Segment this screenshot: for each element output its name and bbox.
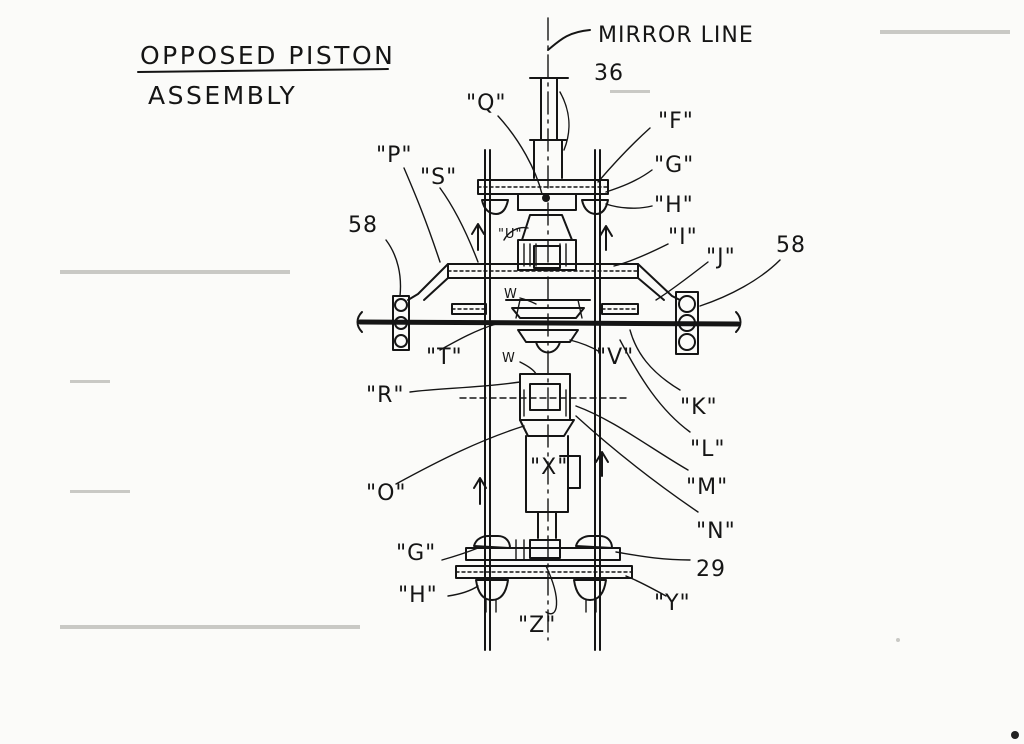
label-i: "I": [668, 225, 698, 250]
label-y: "Y": [654, 591, 691, 616]
label-r: "R": [366, 383, 405, 408]
title-line-2: ASSEMBLY: [148, 81, 297, 110]
main-crankshaft: [356, 303, 742, 333]
label-l: "L": [690, 437, 726, 462]
upper-crosshead: [517, 214, 577, 271]
label-f: "F": [658, 109, 694, 134]
mirror-line-label: MIRROR LINE: [598, 23, 754, 48]
mirror-line: MIRROR LINE: [547, 17, 754, 641]
label-58-right: 58: [776, 233, 806, 258]
label-s: "S": [420, 165, 457, 190]
bottom-yoke: [455, 535, 633, 613]
label-w-mid: W: [502, 351, 516, 366]
top-shaft: [529, 77, 569, 202]
label-x: "X": [530, 455, 568, 480]
top-yoke: [477, 179, 609, 215]
label-m: "M": [686, 475, 728, 500]
label-p: "P": [376, 143, 413, 168]
label-q: "Q": [466, 91, 507, 116]
label-u: "U": [498, 227, 522, 242]
center-gear-cluster: [505, 299, 591, 354]
label-v: "V": [596, 345, 634, 370]
label-h-bottom: "H": [398, 583, 438, 608]
label-58-left: 58: [348, 213, 378, 238]
part-labels: 36 "Q" "F" "G" "H" "I" "J" 58 58 "P" "S"…: [348, 61, 806, 638]
label-k: "K": [680, 395, 718, 420]
label-g-top: "G": [654, 153, 694, 178]
label-n: "N": [696, 519, 736, 544]
title-block: OPPOSED PISTON ASSEMBLY: [137, 41, 395, 110]
motion-arrows: [471, 223, 613, 505]
label-36: 36: [594, 61, 624, 86]
background-specks: [60, 30, 1019, 739]
label-z: "Z": [518, 613, 556, 638]
lower-crosshead: [459, 373, 631, 437]
label-h-top: "H": [654, 193, 694, 218]
label-t: "T": [426, 345, 463, 370]
label-g-bottom: "G": [396, 541, 436, 566]
pivot-dot: [542, 194, 550, 202]
piston-rods: [484, 149, 601, 651]
label-w-top: W: [504, 287, 518, 302]
leader-lines: [385, 91, 781, 615]
title-line-1: OPPOSED PISTON: [140, 41, 395, 70]
label-j: "J": [706, 245, 736, 270]
upper-beam: [407, 263, 681, 301]
label-29: 29: [696, 557, 726, 582]
lower-cylinder: [525, 435, 581, 539]
label-o: "O": [366, 481, 407, 506]
title-underline: [137, 68, 389, 73]
